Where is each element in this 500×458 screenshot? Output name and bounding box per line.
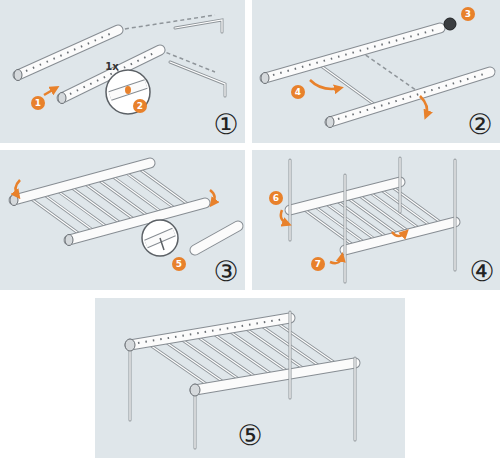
hook-rod — [170, 20, 225, 96]
tube-end — [326, 117, 334, 128]
zoom-pin — [160, 238, 164, 250]
tube — [195, 226, 238, 250]
callout-number: 7 — [311, 257, 325, 271]
step-number: ① — [213, 111, 238, 139]
callout-number: 1 — [31, 96, 45, 110]
tube — [345, 222, 455, 250]
tube-end — [65, 235, 73, 246]
tube — [265, 28, 440, 78]
orange-arrow — [44, 88, 56, 95]
orange-arrow — [330, 256, 342, 263]
panel — [0, 150, 245, 290]
panel — [0, 0, 245, 143]
leg — [290, 158, 455, 282]
tube — [130, 318, 290, 345]
step-number: ③ — [213, 258, 238, 286]
orange-arrow — [15, 180, 20, 196]
tube — [195, 363, 355, 390]
tube-holes — [26, 33, 112, 71]
panel — [252, 150, 500, 290]
tube-end — [14, 70, 22, 81]
tube — [14, 163, 150, 200]
tube-holes — [138, 319, 284, 343]
leg — [290, 158, 455, 282]
quantity-note: 1x — [105, 61, 118, 72]
orange-arrow — [281, 210, 288, 224]
panel — [95, 298, 405, 458]
tube — [195, 363, 355, 390]
tube-end — [58, 93, 66, 104]
tube-holes — [273, 30, 434, 75]
zoom-tube — [110, 84, 146, 96]
orange-arrow — [310, 80, 340, 89]
guide-line — [360, 51, 420, 93]
tube — [330, 72, 490, 122]
zoom-circle — [106, 70, 150, 114]
zoom-plug — [125, 86, 131, 94]
tube-end — [190, 384, 200, 396]
tube — [69, 203, 205, 240]
orange-arrow — [210, 190, 215, 204]
tube — [69, 203, 205, 240]
callout-number: 2 — [133, 99, 147, 113]
tube-end — [261, 73, 269, 84]
tube — [195, 226, 238, 250]
tube — [18, 30, 118, 75]
step-number: ④ — [469, 258, 494, 286]
tube-end — [125, 339, 135, 351]
callout-number: 5 — [172, 257, 186, 271]
panel — [252, 0, 500, 143]
tube — [345, 222, 455, 250]
callout-number: 3 — [461, 7, 475, 21]
rod — [317, 63, 378, 107]
orange-arrow — [420, 96, 427, 116]
rod — [317, 63, 378, 107]
callout-number: 6 — [269, 191, 283, 205]
tube — [265, 28, 440, 78]
hook-rod — [170, 20, 225, 96]
tube — [130, 318, 290, 345]
tube — [330, 72, 490, 122]
tube — [18, 30, 118, 75]
tube — [14, 163, 150, 200]
step-number: ⑤ — [237, 422, 262, 450]
zoom-tube — [110, 84, 146, 96]
step-number: ② — [467, 111, 492, 139]
orange-arrow — [392, 232, 406, 236]
callout-number: 4 — [291, 85, 305, 99]
tube-holes — [338, 74, 484, 119]
end-cap — [444, 18, 456, 30]
zoom-circle — [142, 220, 178, 256]
